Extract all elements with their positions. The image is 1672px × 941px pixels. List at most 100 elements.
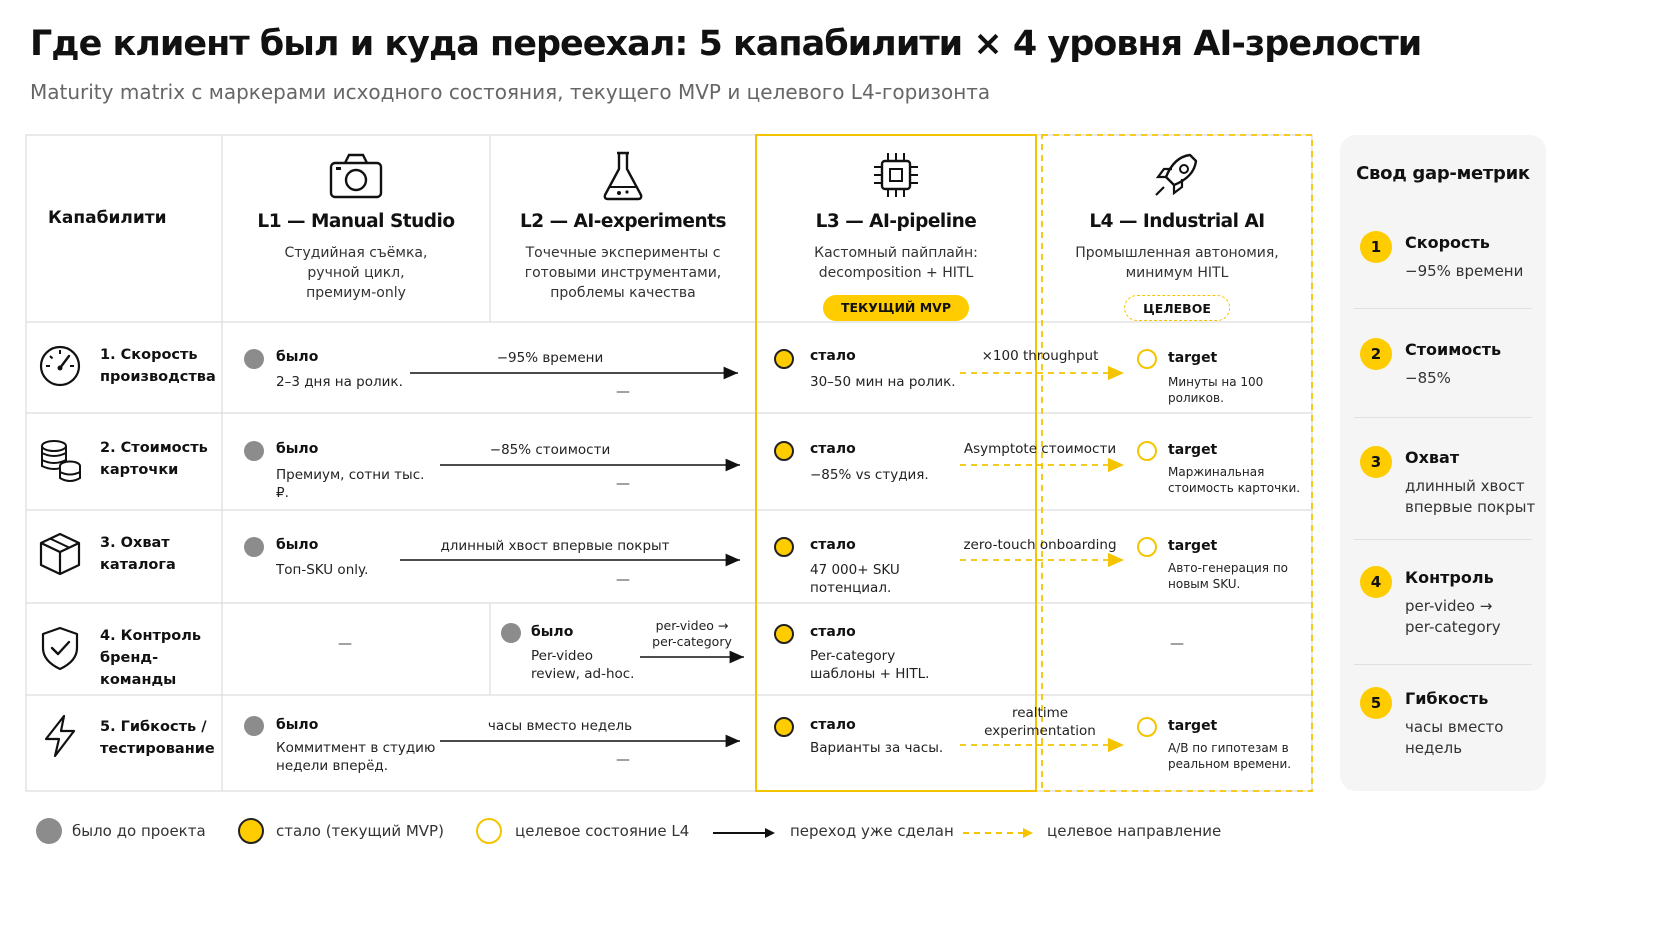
summary-number: 1	[1360, 231, 1392, 263]
target-desc: Авто-генерация по новым SKU.	[1168, 561, 1289, 591]
transition-label: длинный хвост впервые покрыт	[440, 538, 670, 554]
now-marker	[774, 717, 794, 737]
target-badge: ЦЕЛЕВОЕ	[1124, 295, 1230, 321]
box-icon	[39, 532, 81, 576]
l3-highlight-frame	[755, 134, 1037, 792]
was-title: было	[276, 537, 319, 553]
now-title: стало	[810, 717, 856, 733]
maturity-matrix-grid	[25, 134, 1313, 792]
was-marker	[244, 537, 264, 557]
summary-number: 2	[1360, 338, 1392, 370]
target-title: target	[1168, 718, 1218, 734]
level-title: L1 — Manual Studio	[257, 211, 455, 232]
now-title: стало	[810, 624, 856, 640]
now-title: стало	[810, 441, 856, 457]
legend-done-label: переход уже сделан	[790, 822, 954, 840]
was-title: было	[276, 349, 319, 365]
summary-number: 5	[1360, 687, 1392, 719]
capability-label: 1. Скорость производства	[100, 347, 216, 385]
capability-label: 3. Охват каталога	[100, 535, 176, 573]
transition-label: −95% времени	[496, 350, 604, 366]
summary-value: per-video → per-category	[1405, 597, 1501, 636]
was-desc: Премиум, сотни тыс. ₽.	[276, 467, 425, 501]
chip-icon	[874, 153, 918, 197]
summary-label: Гибкость	[1405, 689, 1489, 708]
level-l3-header: L3 — AI-pipeline Кастомный пайплайн: dec…	[756, 135, 1036, 322]
now-marker	[774, 349, 794, 369]
current-mvp-badge: ТЕКУЩИЙ MVP	[822, 295, 970, 321]
camera-icon	[329, 153, 383, 199]
capability-label: 4. Контроль бренд-команды	[100, 628, 202, 688]
target-marker	[1137, 349, 1157, 369]
summary-divider	[1354, 664, 1532, 665]
target-marker	[1137, 441, 1157, 461]
legend-direction-label: целевое направление	[1047, 822, 1222, 840]
summary-item-flexibility: 5 Гибкость часы вместо недель	[1360, 687, 1536, 777]
was-marker	[501, 623, 521, 643]
level-title: L2 — AI-experiments	[519, 211, 727, 232]
summary-label: Стоимость	[1405, 340, 1502, 359]
target-desc: Минуты на 100 роликов.	[1168, 375, 1264, 405]
coins-icon	[41, 440, 81, 482]
gap-metrics-summary: Свод gap-метрик 1 Скорость −95% времени …	[1340, 135, 1546, 791]
summary-value: −85%	[1405, 369, 1451, 387]
level-desc: Студийная съёмка, ручной цикл, премиум-o…	[284, 245, 428, 301]
summary-number: 4	[1360, 566, 1392, 598]
summary-number: 3	[1360, 446, 1392, 478]
legend: было до проекта стало (текущий MVP) целе…	[30, 818, 1280, 848]
capability-label: 2. Стоимость карточки	[100, 440, 208, 478]
flask-icon	[603, 151, 643, 201]
was-desc: Коммитмент в студию недели вперёд.	[276, 740, 436, 774]
lightning-icon	[44, 714, 76, 758]
summary-item-speed: 1 Скорость −95% времени	[1360, 231, 1536, 311]
was-marker	[244, 441, 264, 461]
summary-title: Свод gap-метрик	[1356, 163, 1530, 184]
empty-dash: —	[616, 476, 630, 492]
legend-dashed-arrow-icon	[963, 828, 1033, 838]
legend-now-marker	[238, 818, 264, 844]
target-marker	[1137, 717, 1157, 737]
empty-dash: —	[616, 384, 630, 400]
target-desc: A/B по гипотезам в реальном времени.	[1168, 741, 1292, 771]
target-title: target	[1168, 442, 1218, 458]
summary-item-control: 4 Контроль per-video → per-category	[1360, 566, 1536, 656]
summary-label: Контроль	[1405, 568, 1494, 587]
legend-now-label: стало (текущий MVP)	[276, 822, 444, 840]
target-desc: Маржинальная стоимость карточки.	[1168, 465, 1301, 495]
transition-label: per-video → per-category	[652, 618, 732, 649]
now-marker	[774, 624, 794, 644]
level-l1-header: L1 — Manual Studio Студийная съёмка, руч…	[222, 135, 490, 322]
legend-was-marker	[36, 818, 62, 844]
summary-divider	[1354, 308, 1532, 309]
summary-item-cost: 2 Стоимость −85%	[1360, 338, 1536, 418]
empty-dash: —	[338, 636, 352, 652]
target-transition-label: ×100 throughput	[981, 348, 1099, 364]
summary-label: Охват	[1405, 448, 1460, 467]
was-title: было	[276, 717, 319, 733]
now-marker	[774, 537, 794, 557]
summary-divider	[1354, 417, 1532, 418]
now-desc: Варианты за часы.	[810, 740, 944, 756]
page-subtitle: Maturity matrix с маркерами исходного со…	[30, 80, 991, 104]
legend-solid-arrow-icon	[713, 828, 775, 838]
was-desc: 2–3 дня на ролик.	[276, 374, 403, 390]
was-title: было	[531, 624, 574, 640]
header-capabilities: Капабилити	[48, 208, 167, 228]
l4-target-frame	[1041, 134, 1313, 792]
speedometer-icon	[39, 345, 81, 387]
level-l4-header: L4 — Industrial AI Промышленная автономи…	[1042, 135, 1312, 322]
level-desc: Промышленная автономия, минимум HITL	[1075, 245, 1279, 281]
shield-check-icon	[41, 626, 79, 671]
summary-item-coverage: 3 Охват длинный хвост впервые покрыт	[1360, 446, 1536, 546]
empty-dash: —	[616, 572, 630, 588]
target-transition-label: zero-touch onboarding	[963, 537, 1117, 553]
level-l2-header: L2 — AI-experiments Точечные эксперимент…	[490, 135, 756, 322]
was-desc: Топ-SKU only.	[276, 562, 369, 578]
now-desc: −85% vs студия.	[810, 467, 929, 483]
page-title: Где клиент был и куда переехал: 5 капаби…	[30, 24, 1422, 64]
capability-label: 5. Гибкость / тестирование	[100, 719, 215, 757]
summary-divider	[1354, 539, 1532, 540]
level-title: L3 — AI-pipeline	[815, 211, 977, 232]
rocket-icon	[1155, 153, 1198, 196]
transition-label: −85% стоимости	[489, 442, 611, 458]
